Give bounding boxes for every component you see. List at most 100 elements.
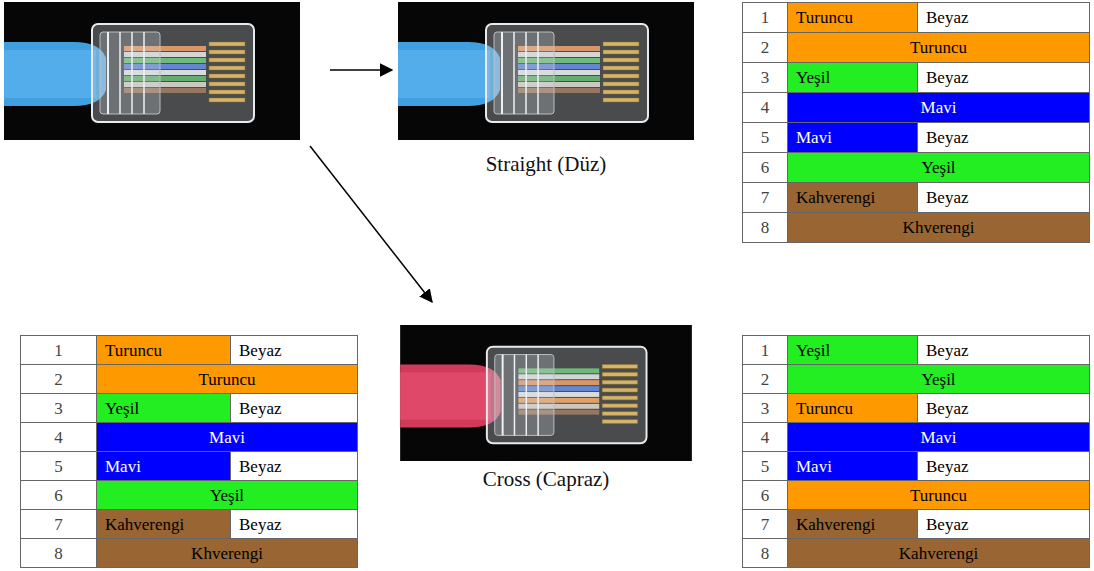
pin-number: 1 — [54, 342, 63, 359]
wire-color: Yeşil — [796, 342, 830, 359]
wire-color: Turuncu — [796, 400, 853, 417]
table-cell: Turuncu — [788, 3, 918, 33]
table-cell: Beyaz — [918, 183, 1090, 213]
pin-number: 7 — [761, 516, 770, 533]
wire-color: Beyaz — [926, 9, 968, 26]
pin-number: 4 — [761, 429, 770, 446]
wire-color: Yeşil — [210, 487, 244, 504]
table-cell: Kahverengi — [97, 510, 231, 539]
table-cell: Beyaz — [231, 452, 358, 481]
wire-color: Kahverengi — [796, 189, 875, 206]
wire-color: Beyaz — [926, 69, 968, 86]
table-cell: Beyaz — [231, 510, 358, 539]
table-cell: Beyaz — [918, 63, 1090, 93]
wire-color: Turuncu — [910, 487, 967, 504]
table-cell: 4 — [743, 423, 788, 452]
wire-color: Kahverengi — [899, 545, 978, 562]
pin-number: 1 — [761, 9, 770, 26]
wire-color: Mavi — [796, 129, 832, 146]
table-cell: Mavi — [97, 452, 231, 481]
table-cell: 8 — [743, 213, 788, 243]
wire-color: Beyaz — [926, 516, 968, 533]
wire-color: Turuncu — [199, 371, 256, 388]
pin-number: 5 — [761, 458, 770, 475]
pinout-table: 1TuruncuBeyaz2Turuncu3YeşilBeyaz4Mavi5Ma… — [742, 2, 1090, 243]
wire-color: Beyaz — [926, 400, 968, 417]
pin-number: 5 — [54, 458, 63, 475]
table-cell: 3 — [743, 394, 788, 423]
wire-color: Beyaz — [926, 342, 968, 359]
table-cell: 3 — [743, 63, 788, 93]
table-cell: Turuncu — [97, 336, 231, 365]
table-cell: 6 — [743, 481, 788, 510]
table-cell: 2 — [743, 365, 788, 394]
wire-color: Mavi — [921, 99, 957, 116]
wire-color: Mavi — [209, 429, 245, 446]
table-cell: Yeşil — [97, 481, 358, 510]
table-cell: Turuncu — [788, 394, 918, 423]
table-cell: 1 — [21, 336, 97, 365]
wire-color: Yeşil — [796, 69, 830, 86]
pin-number: 7 — [54, 516, 63, 533]
wire-color: Khverengi — [903, 219, 975, 236]
table-cell: Kahverengi — [788, 510, 918, 539]
table-cell: Mavi — [788, 93, 1090, 123]
table-cell: Beyaz — [231, 336, 358, 365]
table-cell: 4 — [21, 423, 97, 452]
table-cell: Beyaz — [918, 123, 1090, 153]
pin-number: 4 — [761, 99, 770, 116]
table-cell: Kahverengi — [788, 183, 918, 213]
wire-color: Turuncu — [796, 9, 853, 26]
pin-number: 1 — [761, 342, 770, 359]
photo-node: Straight (Düz) — [398, 2, 694, 184]
wire-color: Mavi — [105, 458, 141, 475]
table-cell: 1 — [743, 3, 788, 33]
pin-number: 7 — [761, 189, 770, 206]
table-cell: Yeşil — [97, 394, 231, 423]
table-cell: Turuncu — [788, 33, 1090, 63]
wire-color: Beyaz — [239, 516, 281, 533]
wire-color: Yeşil — [105, 400, 139, 417]
pin-number: 4 — [54, 429, 63, 446]
pin-number: 6 — [761, 159, 770, 176]
table-cell: 8 — [21, 539, 97, 568]
pin-number: 8 — [54, 545, 63, 562]
wire-color: Khverengi — [191, 545, 263, 562]
photo-caption: Straight (Düz) — [398, 152, 694, 177]
pin-number: 5 — [761, 129, 770, 146]
wire-color: Beyaz — [926, 129, 968, 146]
table-cell: 7 — [743, 183, 788, 213]
pin-number: 2 — [761, 371, 770, 388]
table-cell: 5 — [21, 452, 97, 481]
pin-number: 2 — [761, 39, 770, 56]
wire-color: Kahverengi — [796, 516, 875, 533]
table-cell: Mavi — [788, 452, 918, 481]
table-cell: Turuncu — [97, 365, 358, 394]
wire-color: Beyaz — [926, 458, 968, 475]
pin-number: 6 — [761, 487, 770, 504]
table-cell: Kahverengi — [788, 539, 1090, 568]
table-cell: 6 — [743, 153, 788, 183]
pin-number: 3 — [54, 400, 63, 417]
wire-color: Beyaz — [239, 458, 281, 475]
table-cell: 5 — [743, 123, 788, 153]
table-cell: 8 — [743, 539, 788, 568]
rj45-photo — [4, 2, 300, 140]
table-cell: Khverengi — [788, 213, 1090, 243]
photo-node: Cross (Capraz) — [398, 325, 694, 497]
table-cell: Turuncu — [788, 481, 1090, 510]
table-cell: 7 — [21, 510, 97, 539]
wire-color: Yeşil — [921, 159, 955, 176]
table-cell: Yeşil — [788, 336, 918, 365]
table-cell: 7 — [743, 510, 788, 539]
arrow — [330, 69, 392, 71]
pin-number: 8 — [761, 219, 770, 236]
wire-color: Yeşil — [921, 371, 955, 388]
rj45-photo — [398, 2, 694, 140]
wire-color: Beyaz — [926, 189, 968, 206]
table-cell: Beyaz — [918, 3, 1090, 33]
pin-number: 8 — [761, 545, 770, 562]
table-cell: Beyaz — [918, 452, 1090, 481]
table-cell: Khverengi — [97, 539, 358, 568]
